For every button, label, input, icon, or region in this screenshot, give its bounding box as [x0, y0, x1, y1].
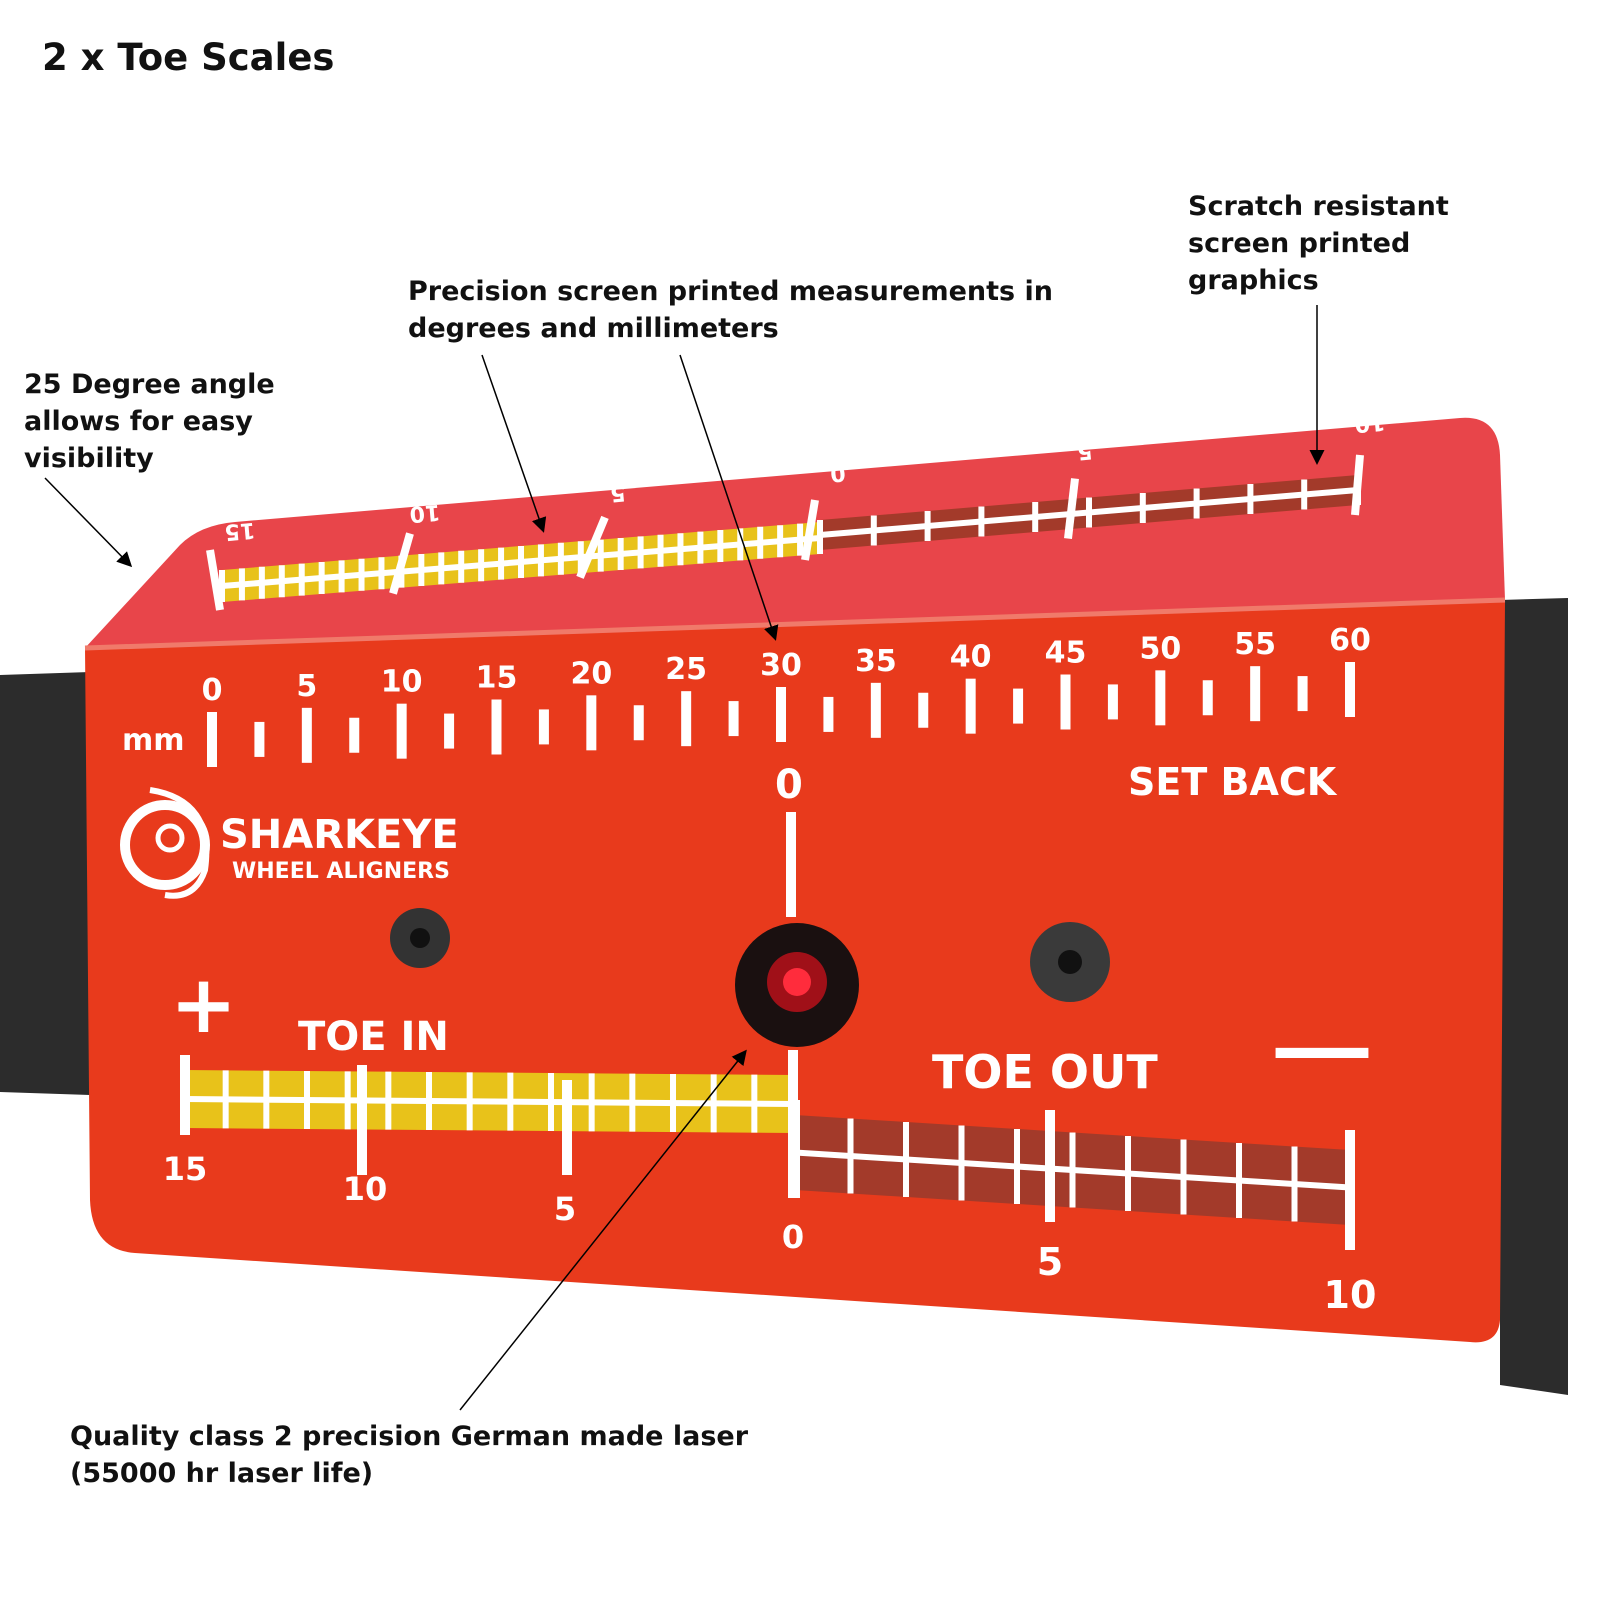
mm-tick — [823, 696, 834, 732]
top-tick-label: 5 — [609, 479, 626, 505]
callout-arrow-precision-2 — [679, 354, 779, 641]
mm-tick — [965, 678, 976, 734]
center-line — [788, 1050, 798, 1198]
top-major-tick — [1064, 478, 1079, 540]
top-major-tick — [801, 499, 819, 561]
callout-angle: 25 Degree angle allows for easy visibili… — [24, 369, 275, 474]
mm-tick-label: 5 — [296, 669, 317, 704]
mm-tick-label: 10 — [381, 665, 423, 700]
mm-tick — [1155, 670, 1166, 726]
callout-laser: Quality class 2 precision German made la… — [70, 1421, 749, 1489]
top-major-tick — [576, 515, 609, 579]
mm-tick — [396, 703, 407, 759]
mm-tick — [538, 709, 549, 745]
center-line — [786, 812, 796, 917]
mm-tick-label: 30 — [760, 648, 802, 683]
toe-in-label: TOE IN — [298, 1014, 449, 1060]
toe-in-tick-label: 5 — [554, 1190, 576, 1228]
mm-tick — [586, 695, 597, 751]
toe-in-tick-label: 10 — [343, 1170, 388, 1208]
brand-name: SHARKEYE — [220, 812, 459, 858]
mm-tick-label: 50 — [1139, 631, 1181, 666]
top-tick-label: 10 — [1354, 409, 1387, 437]
laser-aperture-icon — [735, 923, 859, 1047]
toe-major-tick — [180, 1055, 190, 1135]
mm-tick-label: 25 — [665, 652, 707, 687]
screw-icon — [1030, 922, 1110, 1002]
plus-sign: + — [170, 958, 237, 1051]
mm-tick-label: 15 — [476, 661, 518, 696]
mm-tick-label: 35 — [855, 644, 897, 679]
mm-tick — [633, 705, 644, 741]
mm-tick — [491, 699, 502, 755]
top-tick-label: 15 — [224, 517, 257, 545]
strap-right — [1500, 598, 1568, 1395]
mm-tick — [870, 682, 881, 738]
callout-arrow-laser — [459, 1049, 747, 1411]
mm-tick — [918, 692, 929, 728]
callout-arrow-precision-1 — [481, 354, 547, 533]
mm-tick — [1202, 680, 1213, 716]
toe-out-label: TOE OUT — [932, 1045, 1158, 1099]
toe-in-band-line — [184, 1096, 796, 1107]
mm-tick — [1297, 676, 1308, 712]
setback-label: SET BACK — [1128, 760, 1338, 804]
toe-zero-label: 0 — [782, 1218, 804, 1256]
mm-tick — [1345, 662, 1355, 717]
toe-major-tick — [1045, 1110, 1055, 1222]
callout-precision: Precision screen printed measurements in… — [408, 276, 1053, 344]
mm-tick — [681, 691, 692, 747]
top-tick-label: 10 — [409, 499, 442, 527]
toe-major-tick — [562, 1080, 572, 1175]
top-major-tick — [1351, 454, 1364, 516]
top-tick-label: 0 — [829, 459, 846, 485]
brand-subtitle: WHEEL ALIGNERS — [232, 859, 450, 884]
mm-tick-label: 40 — [950, 640, 992, 675]
plate-fold-line — [84, 597, 1506, 651]
sharkeye-logo-icon — [120, 787, 210, 899]
mm-tick-label: 60 — [1329, 623, 1371, 658]
mm-tick-label: 45 — [1045, 636, 1087, 671]
mm-tick-label: 20 — [570, 656, 612, 691]
top-major-tick — [206, 549, 224, 611]
mm-tick — [254, 721, 265, 757]
callout-scratch: Scratch resistant screen printed graphic… — [1188, 191, 1449, 296]
mm-tick — [207, 712, 217, 767]
toe-out-tick-label: 10 — [1324, 1273, 1377, 1317]
mm-tick — [1060, 674, 1071, 730]
mm-tick-label: 0 — [202, 673, 223, 708]
toe-out-tick-label: 5 — [1037, 1240, 1063, 1284]
toe-in-tick-label: 15 — [163, 1150, 208, 1188]
callout-arrow-angle — [44, 477, 133, 568]
mm-tick — [776, 687, 786, 742]
toe-major-tick — [1345, 1130, 1355, 1250]
minus-sign: — — [1270, 1001, 1374, 1094]
mm-tick — [728, 701, 739, 737]
mm-tick — [1107, 684, 1118, 720]
mm-tick — [444, 713, 455, 749]
mm-tick-label: 55 — [1234, 627, 1276, 662]
mm-tick — [1013, 688, 1024, 724]
top-major-tick — [389, 532, 414, 595]
page-title: 2 x Toe Scales — [42, 36, 335, 79]
mm-tick — [1250, 666, 1261, 722]
top-tick-label: 5 — [1076, 437, 1093, 463]
toe-major-tick — [357, 1065, 367, 1175]
screw-icon — [390, 908, 450, 968]
setback-zero-label: 0 — [775, 762, 803, 808]
strap-left — [0, 672, 90, 1095]
mm-tick — [349, 717, 360, 753]
mm-unit-label: mm — [122, 723, 185, 758]
mm-tick — [301, 707, 312, 763]
